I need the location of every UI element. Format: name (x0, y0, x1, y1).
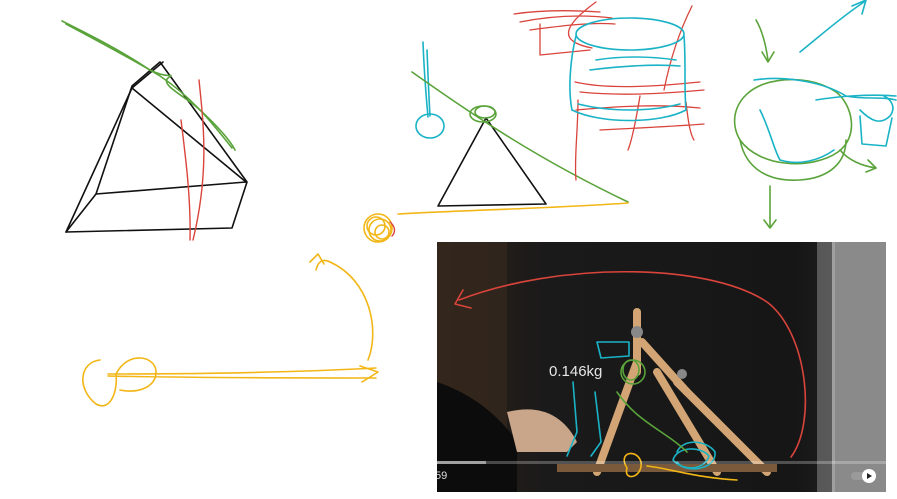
cyan-cylinder-sketch (569, 17, 687, 122)
weight-label: 0.146kg (549, 363, 603, 380)
red-scribble-mark (389, 221, 396, 237)
green-line-left (61, 20, 236, 151)
video-time-label: 59 (437, 470, 448, 482)
green-line-small-triangle (411, 71, 629, 203)
red-line-left (180, 79, 205, 241)
video-player[interactable]: 0.146kg 59 (437, 242, 886, 492)
pot-sketch-right (733, 19, 877, 229)
video-progress-bar[interactable] (437, 461, 886, 464)
pendulum-sketch (415, 41, 445, 139)
toggle-icon[interactable] (850, 468, 878, 484)
cyan-scribble-right (753, 0, 897, 164)
video-progress-fill (437, 461, 487, 464)
small-triangle-sketch (437, 117, 547, 207)
video-frame (437, 242, 886, 492)
pyramid-sketch-left (65, 61, 248, 233)
red-scribble-top (513, 1, 705, 181)
yellow-arrow-path (82, 202, 629, 407)
